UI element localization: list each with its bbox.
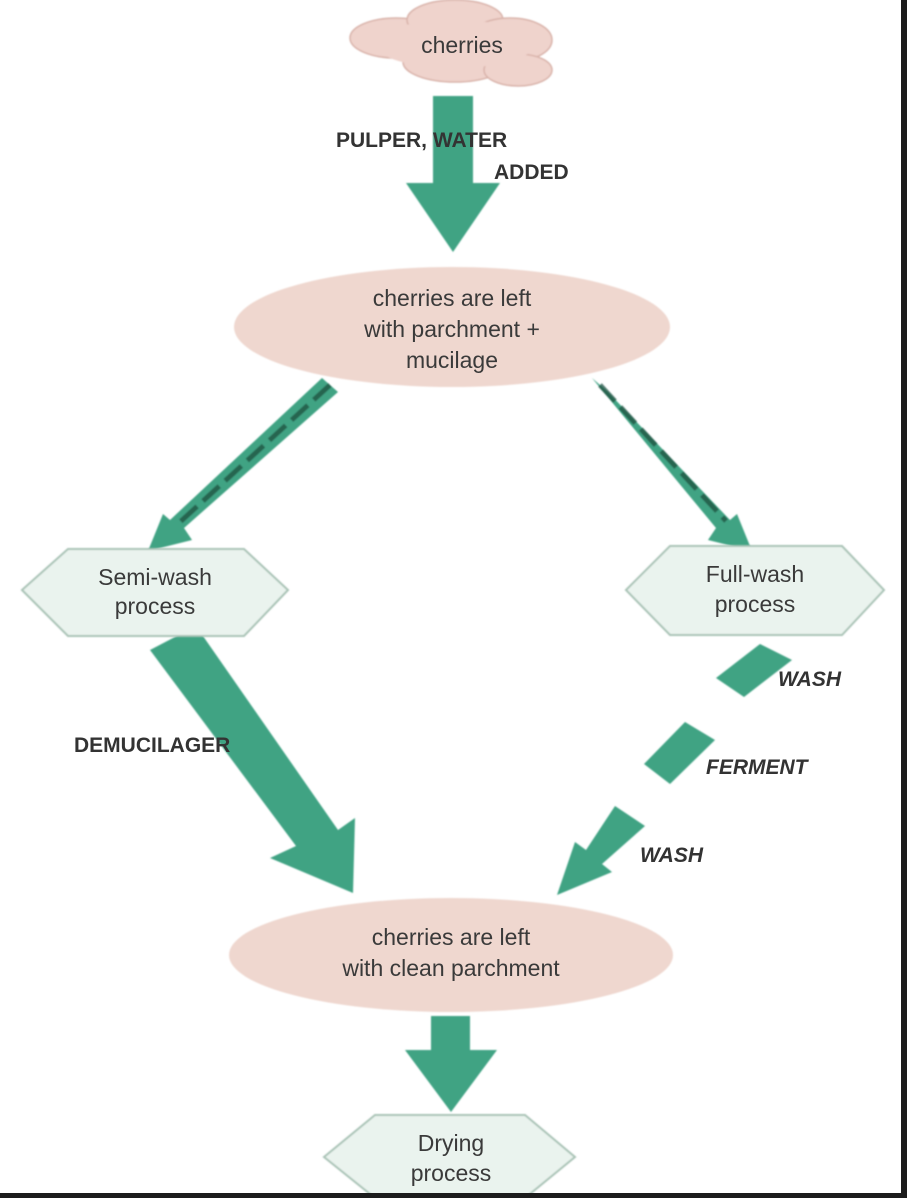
arrow-full-wash-steps [557,644,792,895]
label-demucilager: DEMUCILAGER [74,734,230,757]
arrow-demucilager [150,626,355,893]
node-semi-wash-line-2: process [115,593,196,619]
node-semi-wash [20,548,290,637]
node-clean-parchment-line-1: cherries are left [372,924,531,950]
node-full-wash [624,545,886,636]
label-wash-2: WASH [640,844,704,867]
node-clean-parchment [229,898,673,1012]
arrow-to-drying [405,1016,497,1112]
node-drying-line-2: process [411,1160,492,1186]
frame-edge-right [901,0,907,1198]
arrow-to-semi-wash [148,378,338,551]
label-pulper-line-2: ADDED [494,161,569,184]
node-cherries-label: cherries [421,32,503,58]
arrow-pulper [406,96,500,252]
label-wash-1: WASH [778,668,842,691]
node-cherries-cloud [349,0,553,87]
label-pulper-line-1: PULPER, WATER [336,129,507,152]
node-clean-parchment-line-2: with clean parchment [341,955,560,981]
label-ferment: FERMENT [706,756,810,779]
node-parchment-mucilage-line-2: with parchment + [363,316,540,342]
node-full-wash-line-1: Full-wash [706,561,804,587]
node-full-wash-line-2: process [715,591,796,617]
node-parchment-mucilage [234,267,670,387]
node-drying-line-1: Drying [418,1130,484,1156]
node-semi-wash-line-1: Semi-wash [98,564,212,590]
arrow-to-full-wash [592,378,752,551]
frame-edge-bottom [0,1193,907,1198]
node-parchment-mucilage-line-1: cherries are left [373,285,532,311]
node-parchment-mucilage-line-3: mucilage [406,347,498,373]
node-drying [322,1114,577,1198]
